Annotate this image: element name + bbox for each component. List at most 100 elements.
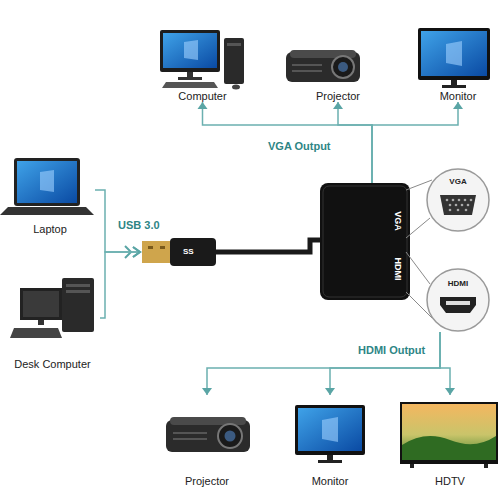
monitor-screen: [23, 291, 59, 317]
leader-line: [406, 218, 430, 238]
screen-logo: [40, 170, 54, 192]
vga-pin: [446, 199, 449, 202]
screen-logo: [322, 417, 338, 442]
tv-frame: [400, 402, 498, 464]
vga-pin: [470, 199, 473, 202]
monitor-base: [318, 460, 342, 463]
device-node: Projector: [288, 25, 388, 102]
node-label: VGA: [426, 176, 490, 188]
usb-plug-metal: [142, 241, 172, 263]
node-label: Desk Computer: [5, 358, 100, 370]
monitor-frame: [418, 28, 490, 80]
arrow-head: [333, 102, 343, 109]
lens-glass: [225, 431, 236, 442]
connector-line: [338, 102, 372, 183]
arrow-head: [202, 388, 212, 395]
connector-line: [100, 252, 140, 318]
node-label: HDMI: [426, 278, 490, 290]
tv-foot: [484, 464, 488, 468]
projector-lens: [218, 424, 242, 448]
monitor-frame: [160, 30, 220, 72]
pc-tower: [62, 278, 94, 332]
device-node: HDMI: [426, 268, 490, 332]
connector-line: [440, 332, 450, 395]
vga-pin: [455, 204, 458, 207]
connector-line: [95, 190, 140, 252]
connector: [333, 102, 372, 183]
output-label: VGA Output: [268, 140, 331, 152]
vga-pin: [449, 209, 452, 212]
usb-plug-hole: [160, 246, 165, 249]
monitor-frame: [20, 288, 62, 320]
projector-lens: [332, 56, 354, 78]
connector-line: [330, 332, 440, 395]
device-node: Monitor: [418, 25, 498, 102]
monitor-base: [442, 85, 466, 88]
projector-top: [170, 417, 246, 425]
connector: [95, 190, 140, 257]
vga-pin: [449, 204, 452, 207]
node-label: Projector: [165, 475, 249, 487]
laptop-lid: [14, 158, 80, 206]
device-node: Computer: [155, 25, 250, 102]
connector: [198, 102, 373, 183]
connector: [100, 247, 140, 318]
node-label: Monitor: [418, 90, 498, 102]
leader-line: [406, 252, 430, 284]
usb-cable: [216, 240, 322, 252]
monitor-frame: [295, 405, 365, 455]
connector: [325, 332, 440, 395]
hdmi-slot: [446, 301, 470, 305]
laptop-screen: [17, 161, 77, 203]
node-label: Projector: [288, 90, 388, 102]
vga-pin: [465, 209, 468, 212]
vga-pin: [467, 204, 470, 207]
lens-glass: [338, 62, 348, 72]
drive-slot: [66, 290, 90, 293]
screen-logo: [446, 41, 462, 66]
monitor-base: [178, 77, 202, 80]
projector-vent: [292, 70, 322, 72]
connector-line: [207, 332, 440, 395]
arrow-head: [198, 102, 208, 109]
vga-pin: [457, 209, 460, 212]
monitor-screen: [163, 33, 217, 68]
tv-foot: [410, 464, 414, 468]
arrow-head: [445, 388, 455, 395]
pc-tower: [224, 38, 244, 84]
output-label: USB 3.0: [118, 219, 160, 231]
adapter-body: [320, 183, 410, 300]
tv-landscape: [402, 436, 496, 460]
hdmi-port: [440, 297, 476, 313]
plug-logo: SS: [183, 246, 194, 258]
device-node: VGAHDMI: [140, 183, 410, 300]
arrow-head: [325, 388, 335, 395]
screen-logo: [184, 40, 198, 60]
connector: [440, 332, 455, 395]
vga-pin: [452, 199, 455, 202]
monitor-stand: [327, 455, 333, 460]
monitor-screen: [421, 31, 487, 76]
keyboard: [162, 82, 218, 88]
drive-slot: [66, 284, 90, 287]
node-label: Computer: [155, 90, 250, 102]
usb-plug-hole: [148, 246, 153, 249]
vga-pin: [458, 199, 461, 202]
device-node: Monitor: [290, 395, 370, 487]
projector-vent: [173, 432, 207, 434]
connector-line: [203, 102, 373, 183]
connector: [202, 332, 440, 395]
monitor-stand: [38, 320, 44, 325]
device-node: HDTV: [400, 395, 500, 487]
connector: [372, 102, 463, 183]
projector-vent: [173, 438, 207, 440]
vga-pin: [464, 199, 467, 202]
node-label: Laptop: [5, 223, 95, 235]
keyboard: [10, 328, 62, 338]
node-label: VGA: [392, 209, 404, 233]
callout-circle: [427, 269, 489, 331]
drive-slot: [227, 43, 241, 46]
